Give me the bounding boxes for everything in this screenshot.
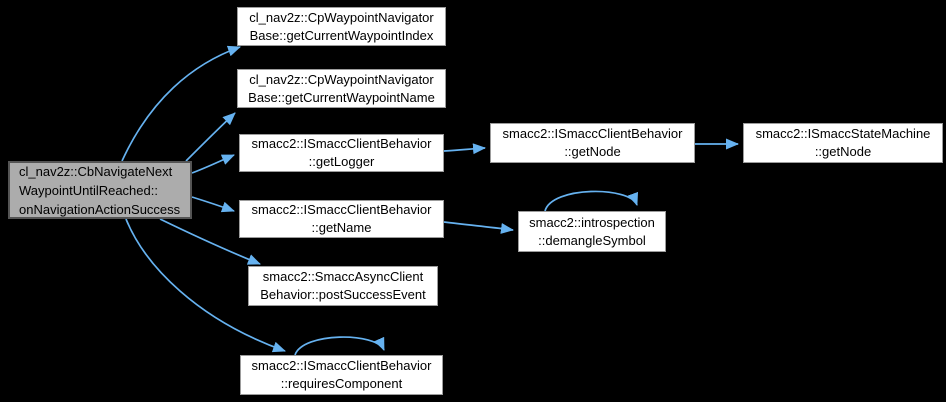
- edge-main-to-post-success-event: [159, 218, 261, 265]
- edge-requires-component-to-requires-component: [294, 336, 385, 356]
- node-client-get-node[interactable]: smacc2::ISmaccClientBehavior::getNode: [490, 123, 695, 163]
- node-state-machine-get-node[interactable]: smacc2::ISmaccStateMachine::getNode: [743, 123, 943, 163]
- node-label-line: smacc2::ISmaccStateMachine: [755, 126, 931, 141]
- node-label-line: cl_nav2z::CpWaypointNavigator: [249, 71, 434, 87]
- edge-demangle-symbol-to-demangle-symbol: [544, 190, 638, 212]
- node-label-line: ::getNode: [564, 144, 621, 159]
- node-label-line: cl_nav2z::CbNavigateNext: [19, 163, 173, 179]
- node-label-line: ::requiresComponent: [280, 376, 403, 391]
- node-label-line: smacc2::ISmaccClientBehavior: [502, 126, 683, 141]
- node-label-line: ::demangleSymbol: [538, 232, 646, 248]
- node-label-line: smacc2::SmaccAsyncClient: [262, 269, 424, 284]
- node-demangle-symbol[interactable]: smacc2::introspection::demangleSymbol: [518, 211, 666, 252]
- node-label-line: smacc2::ISmaccClientBehavior: [251, 202, 432, 217]
- node-label-line: WaypointUntilReached::: [19, 182, 158, 198]
- node-label-line: onNavigationActionSuccess: [19, 201, 181, 217]
- node-get-logger[interactable]: smacc2::ISmaccClientBehavior::getLogger: [239, 134, 444, 172]
- node-label-line: smacc2::introspection: [529, 214, 655, 230]
- node-label-line: Base::getCurrentWaypointName: [248, 89, 435, 105]
- node-label-line: smacc2::ISmaccClientBehavior: [251, 136, 432, 151]
- edge-main-to-requires-component: [125, 218, 286, 353]
- node-label-line: ::getLogger: [308, 154, 375, 169]
- node-label-line: cl_nav2z::CpWaypointNavigator: [249, 9, 434, 25]
- edge-main-to-get-logger: [191, 154, 235, 174]
- node-label-line: Behavior::postSuccessEvent: [260, 287, 426, 302]
- edge-main-to-get-current-waypoint-name: [185, 112, 236, 162]
- node-get-name[interactable]: smacc2::ISmaccClientBehavior::getName: [239, 200, 444, 238]
- node-label-line: ::getName: [311, 220, 372, 235]
- edge-get-logger-to-client-get-node: [443, 143, 486, 155]
- edge-get-name-to-demangle-symbol: [443, 221, 514, 234]
- node-label-line: Base::getCurrentWaypointIndex: [249, 27, 434, 43]
- node-requires-component[interactable]: smacc2::ISmaccClientBehavior::requiresCo…: [240, 355, 443, 395]
- edge-main-to-get-name: [191, 196, 235, 213]
- node-label-line: smacc2::ISmaccClientBehavior: [251, 358, 432, 373]
- edge-main-to-get-current-waypoint-index: [121, 45, 241, 162]
- node-label-line: ::getNode: [814, 144, 872, 159]
